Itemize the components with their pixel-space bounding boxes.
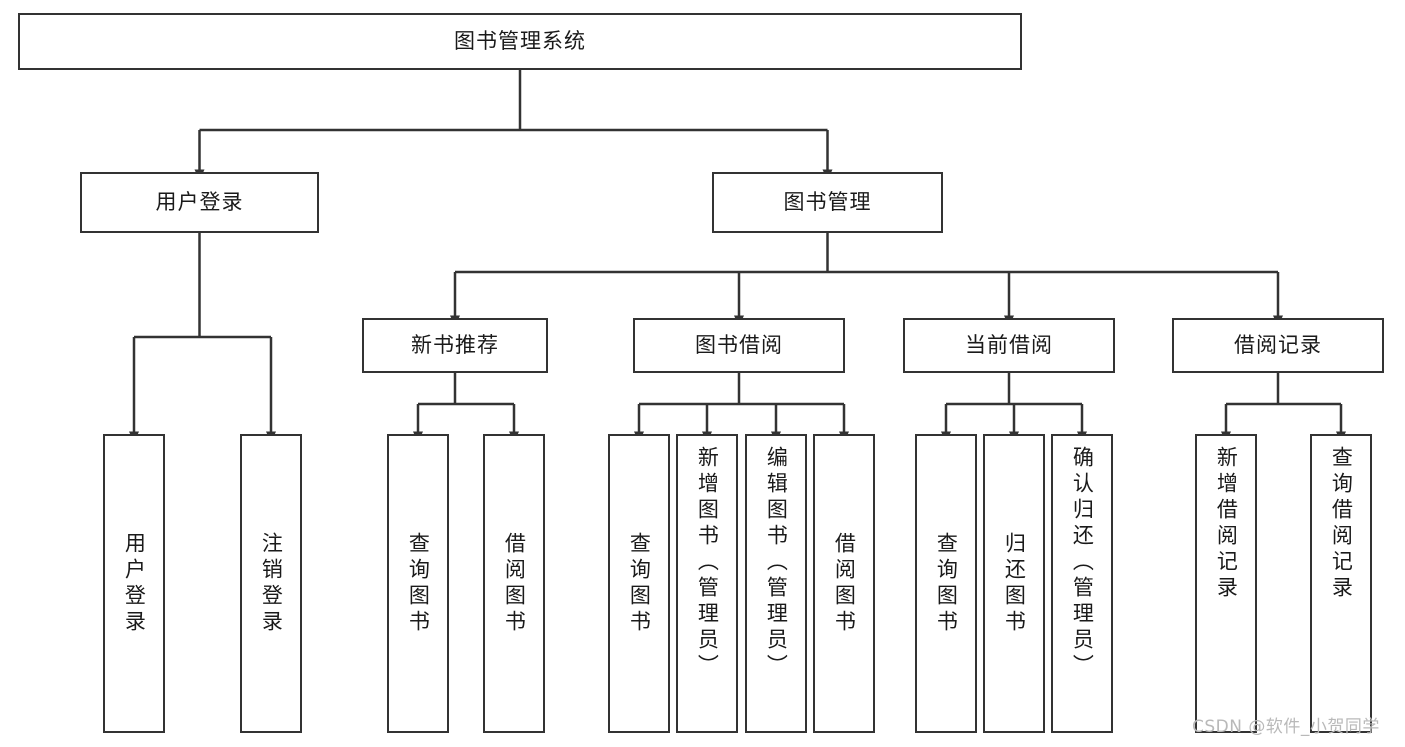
node-label: 编辑图书（管理员） <box>764 446 789 680</box>
node-label: 图书管理系统 <box>454 29 586 54</box>
node-leaf-add-record[interactable]: 新增借阅记录 <box>1195 434 1257 733</box>
node-label: 用户登录 <box>122 531 147 636</box>
node-label: 查询图书 <box>934 531 959 636</box>
node-label: 当前借阅 <box>965 333 1053 358</box>
node-user-login[interactable]: 用户登录 <box>80 172 319 233</box>
node-book-manage[interactable]: 图书管理 <box>712 172 943 233</box>
node-leaf-borrow-book-1[interactable]: 借阅图书 <box>483 434 545 733</box>
node-leaf-add-book[interactable]: 新增图书（管理员） <box>676 434 738 733</box>
node-book-borrow[interactable]: 图书借阅 <box>633 318 845 373</box>
node-label: 图书管理 <box>783 190 872 215</box>
node-label: 新书推荐 <box>411 333 499 358</box>
node-leaf-borrow-book-2[interactable]: 借阅图书 <box>813 434 875 733</box>
node-label: 查询图书 <box>406 531 431 636</box>
node-label: 新增借阅记录 <box>1214 446 1239 602</box>
node-current-borrow[interactable]: 当前借阅 <box>903 318 1115 373</box>
node-label: 注销登录 <box>259 531 284 636</box>
node-label: 用户登录 <box>155 190 244 215</box>
node-label: 归还图书 <box>1002 531 1027 636</box>
node-label: 借阅图书 <box>832 531 857 636</box>
node-label: 借阅图书 <box>502 531 527 636</box>
node-label: 新增图书（管理员） <box>695 446 720 680</box>
node-root[interactable]: 图书管理系统 <box>18 13 1022 70</box>
node-leaf-user-login[interactable]: 用户登录 <box>103 434 165 733</box>
node-leaf-logout[interactable]: 注销登录 <box>240 434 302 733</box>
node-leaf-query-book-3[interactable]: 查询图书 <box>915 434 977 733</box>
node-borrow-record[interactable]: 借阅记录 <box>1172 318 1384 373</box>
node-label: 查询图书 <box>627 531 652 636</box>
node-label: 确认归还（管理员） <box>1070 446 1095 680</box>
node-leaf-query-book-1[interactable]: 查询图书 <box>387 434 449 733</box>
node-leaf-edit-book[interactable]: 编辑图书（管理员） <box>745 434 807 733</box>
node-leaf-query-record[interactable]: 查询借阅记录 <box>1310 434 1372 733</box>
node-leaf-return-book[interactable]: 归还图书 <box>983 434 1045 733</box>
node-leaf-query-book-2[interactable]: 查询图书 <box>608 434 670 733</box>
node-label: 查询借阅记录 <box>1329 446 1354 602</box>
node-new-book-rec[interactable]: 新书推荐 <box>362 318 548 373</box>
node-label: 借阅记录 <box>1234 333 1322 358</box>
node-label: 图书借阅 <box>695 333 783 358</box>
node-leaf-confirm-ret[interactable]: 确认归还（管理员） <box>1051 434 1113 733</box>
